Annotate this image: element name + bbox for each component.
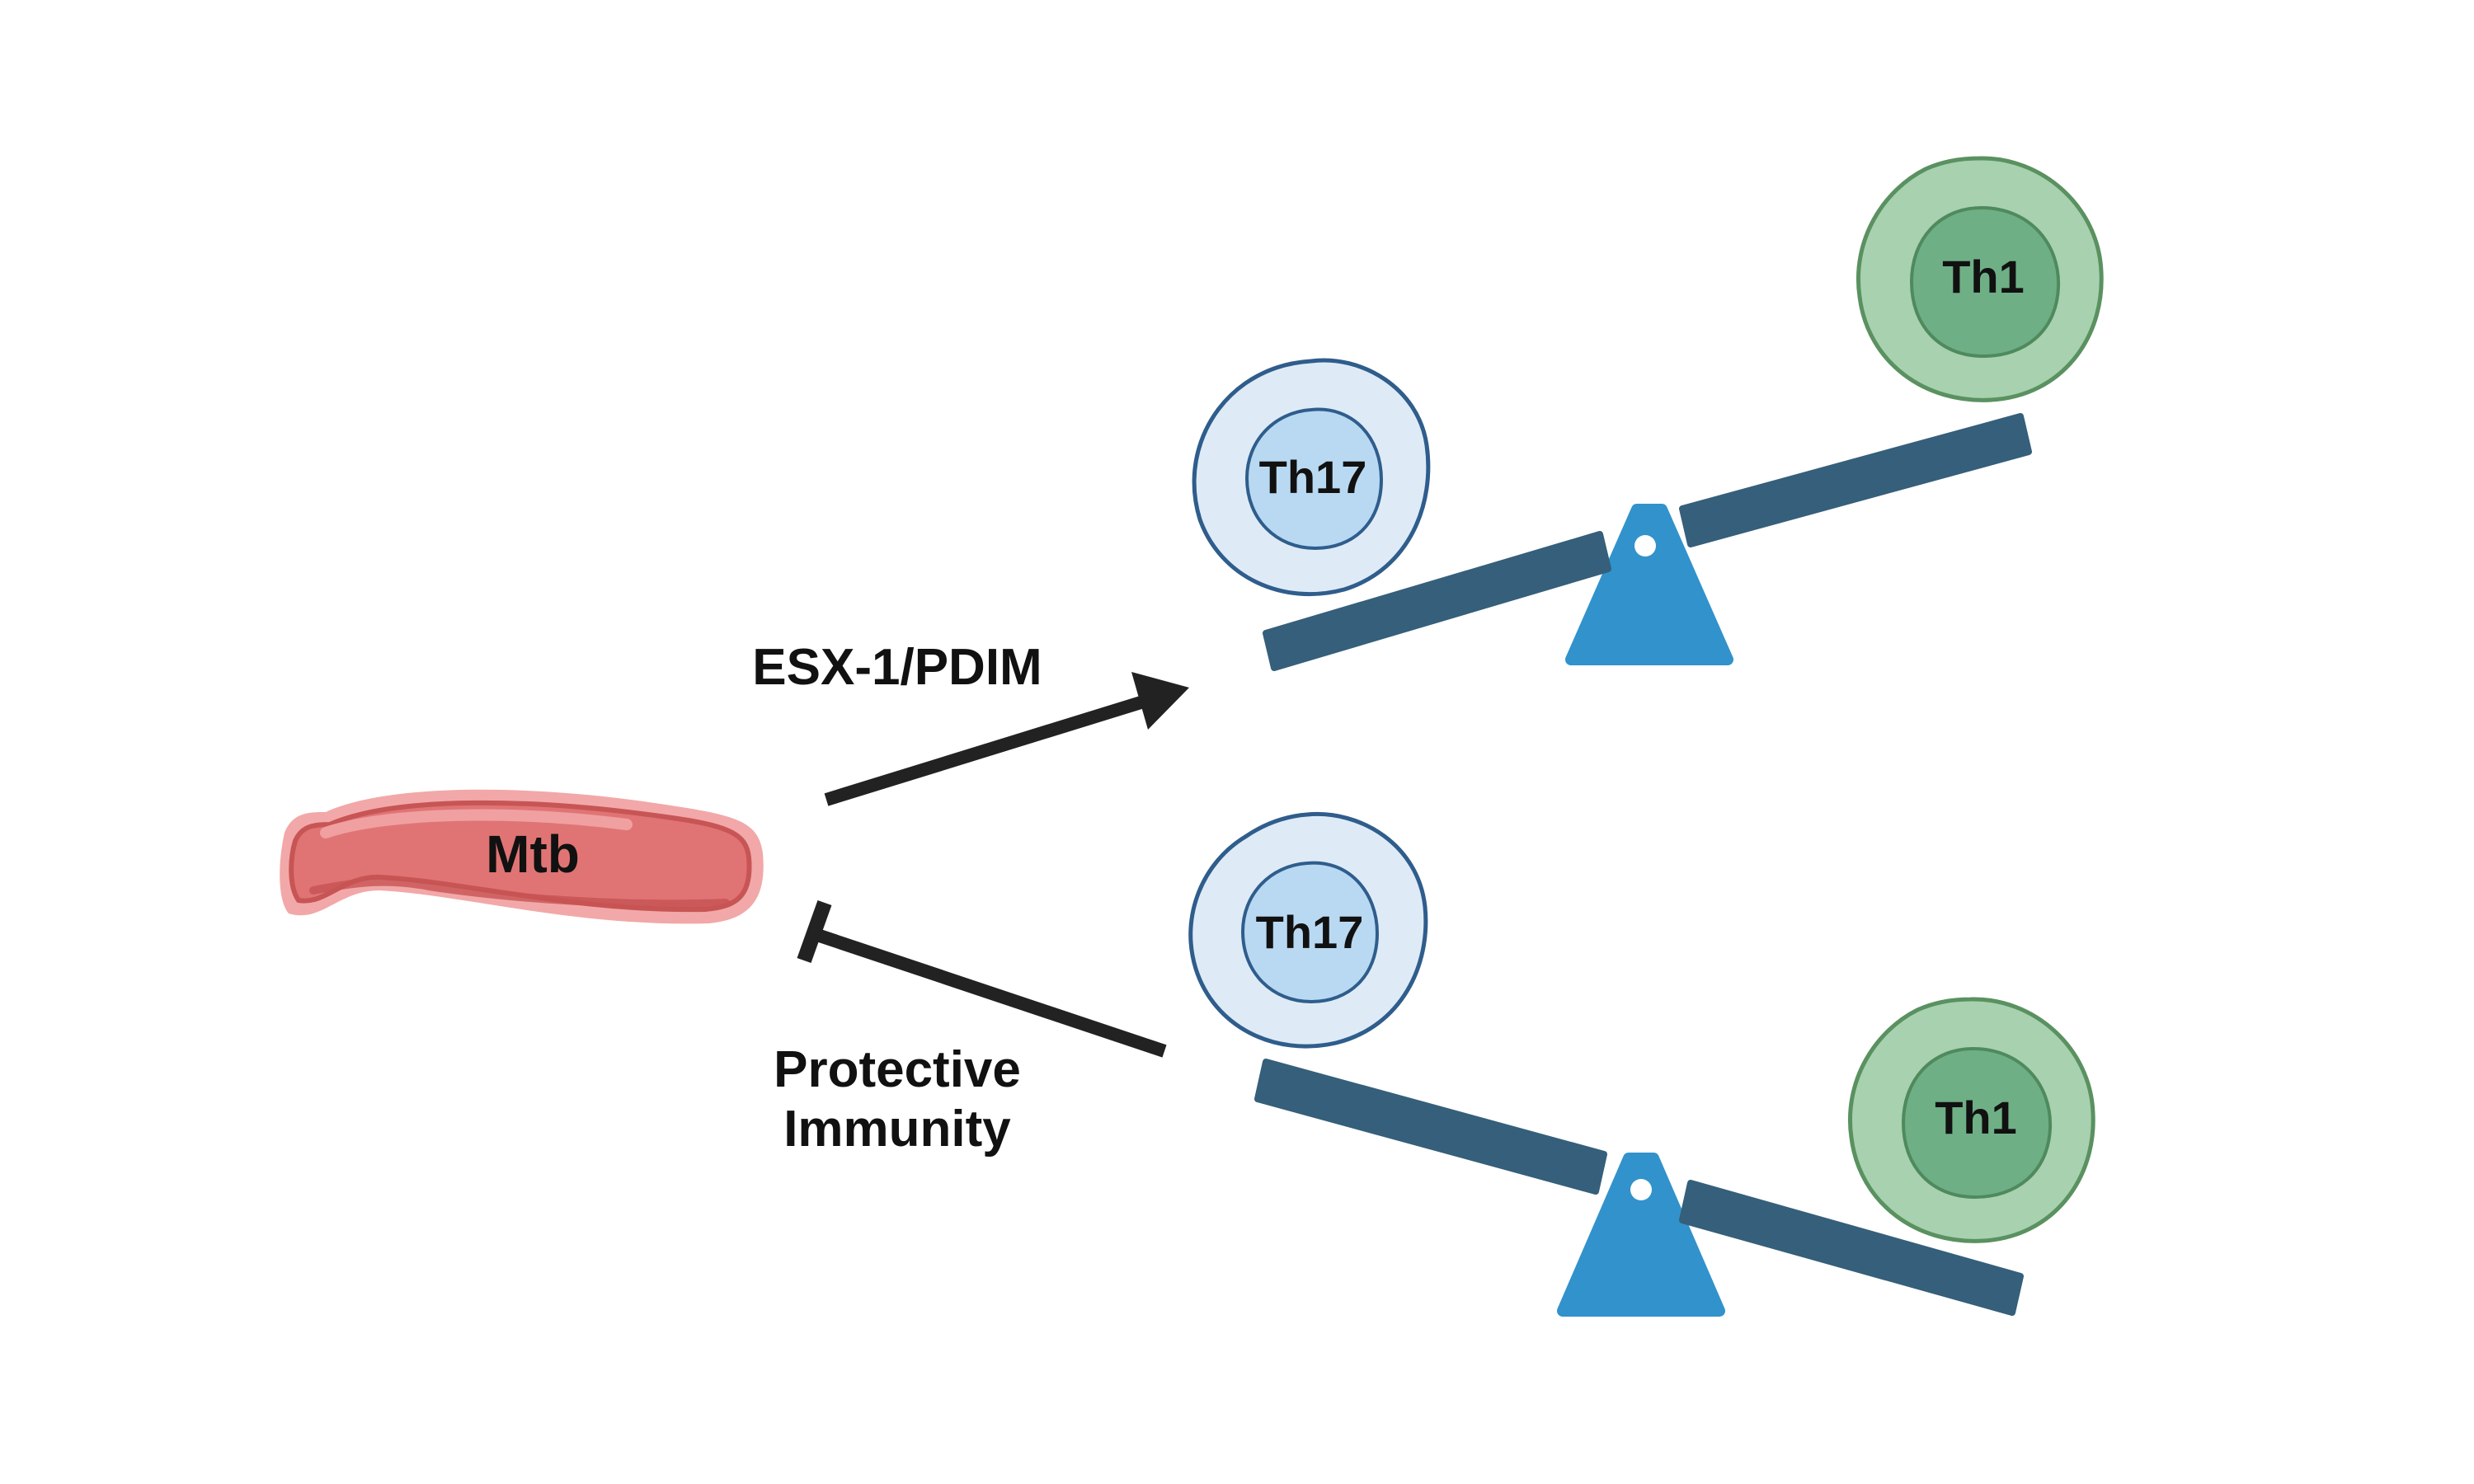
bottom-th1-label: Th1 (1935, 1092, 2017, 1144)
seesaw-icon (1263, 413, 2032, 671)
bottom-seesaw: Th17 Th1 (1188, 811, 2095, 1317)
bottom-th17-label: Th17 (1256, 906, 1364, 958)
top-th17-label: Th17 (1259, 451, 1367, 503)
arrow-icon (824, 694, 1149, 806)
seesaw-icon (1254, 1059, 2024, 1317)
inhibition-line (810, 927, 1167, 1058)
bottom-fulcrum (1557, 1153, 1725, 1317)
top-fulcrum-pivot (1634, 535, 1656, 556)
bottom-beam-left (1254, 1059, 1607, 1195)
protective-label-line2: Immunity (783, 1101, 1011, 1158)
top-th1-cell: Th1 (1856, 156, 2104, 402)
bottom-beam-right (1679, 1180, 2024, 1316)
top-seesaw: Th17 Th1 (1192, 156, 2104, 671)
bacterium-icon (280, 789, 764, 924)
inhibition-arrow (797, 899, 1167, 1058)
arrowhead-icon (1131, 672, 1189, 730)
top-th17-cell: Th17 (1192, 358, 1431, 597)
activation-arrow (824, 672, 1189, 806)
bottom-fulcrum-pivot (1630, 1179, 1652, 1200)
protective-label-line1: Protective (774, 1041, 1021, 1098)
top-fulcrum (1565, 504, 1733, 665)
mtb-bacterium: Mtb (280, 789, 764, 924)
bottom-th17-cell: Th17 (1188, 811, 1428, 1049)
esx-pdim-label: ESX-1/PDIM (752, 639, 1042, 696)
inhibition-bar-icon (797, 899, 832, 964)
bottom-th1-cell: Th1 (1848, 997, 2095, 1243)
top-th1-label: Th1 (1942, 251, 2025, 303)
top-beam-left (1263, 531, 1611, 671)
top-beam-right (1679, 413, 2032, 547)
mtb-label: Mtb (486, 824, 580, 884)
